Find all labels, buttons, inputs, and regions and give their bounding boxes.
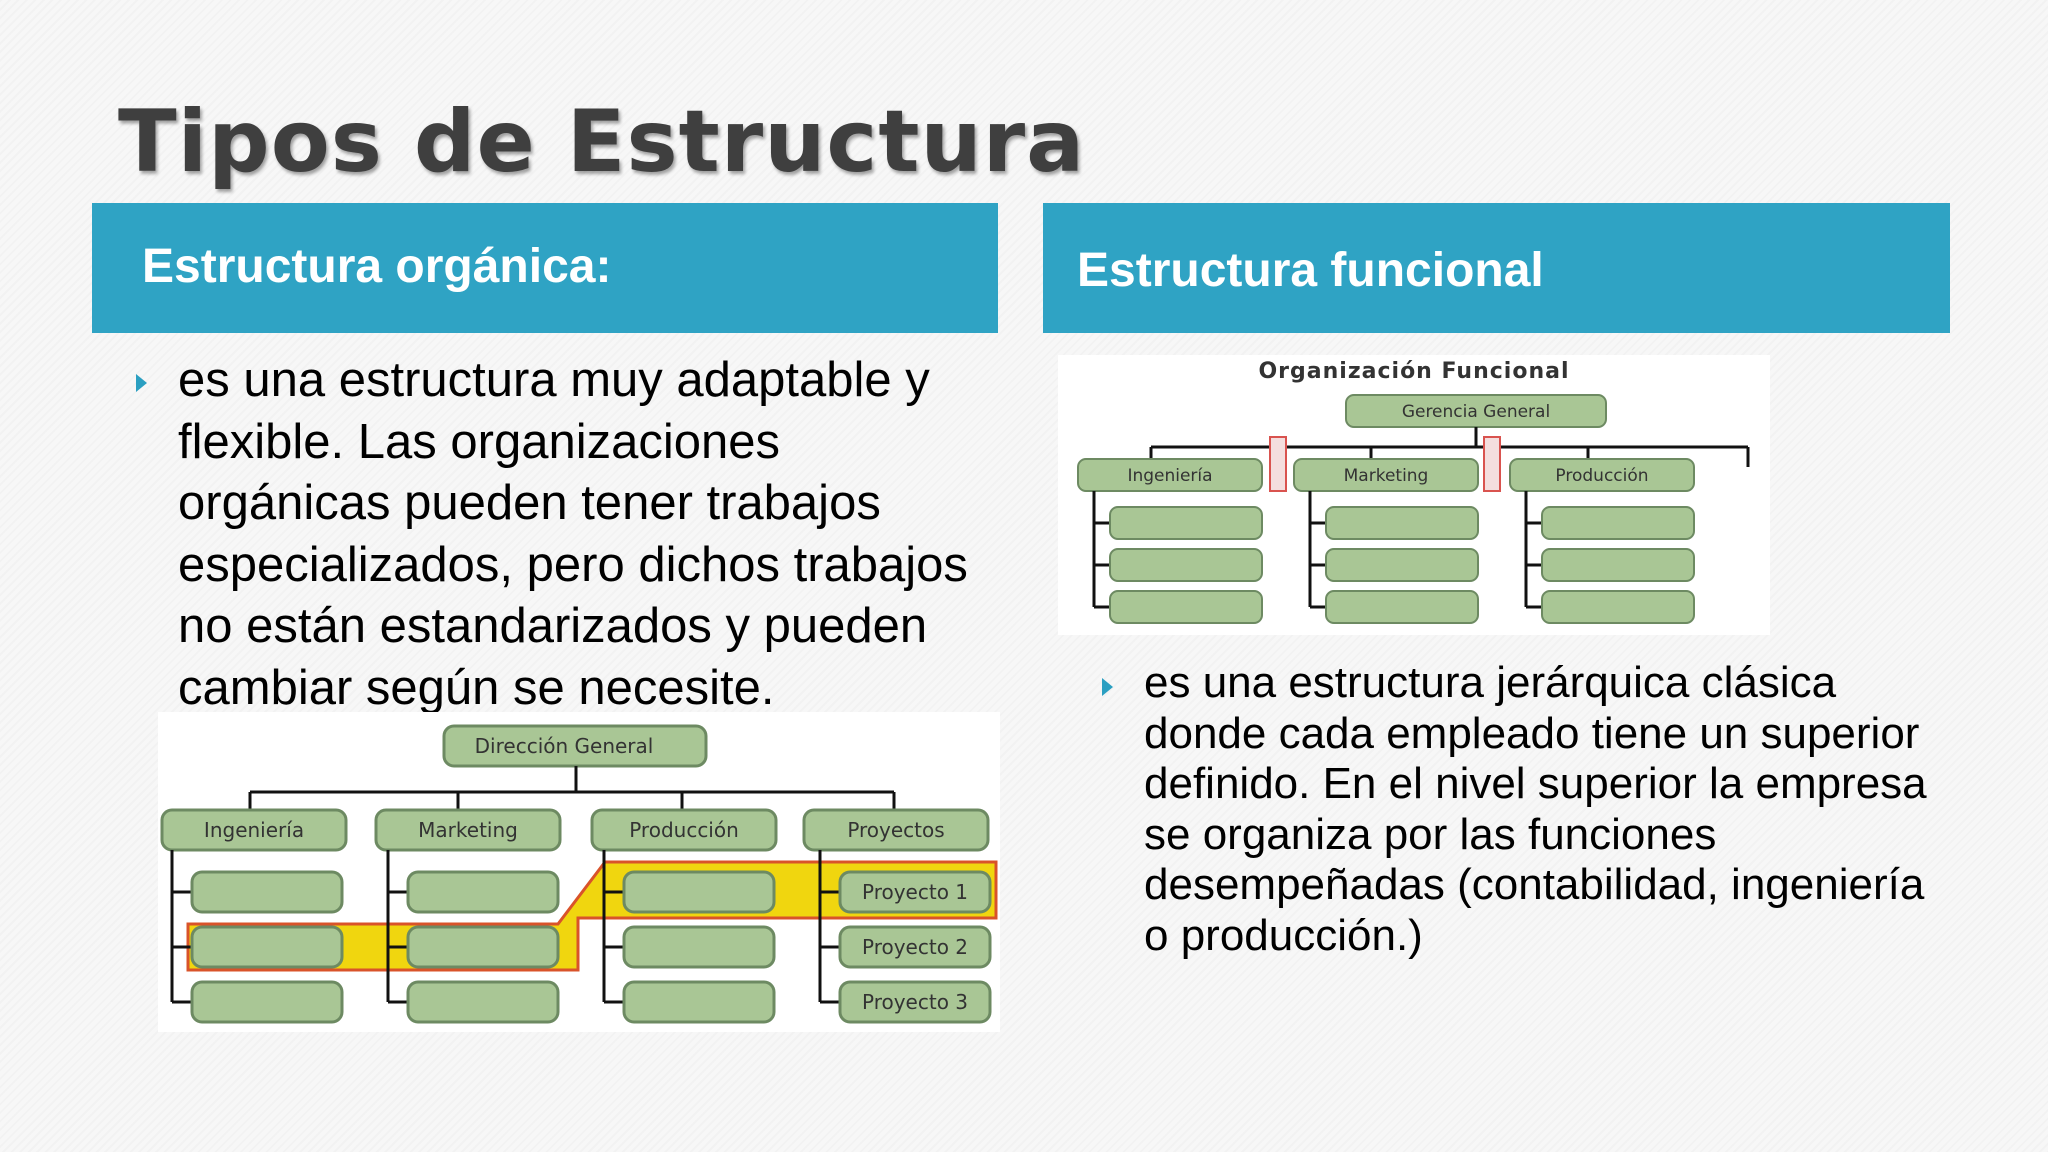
dept-label: Producción [629, 818, 739, 842]
sub-unit-box [1541, 548, 1695, 582]
sub-unit-box [1109, 506, 1263, 540]
coordination-marker [1269, 436, 1287, 492]
dept-box-marketing [1293, 458, 1479, 492]
coordination-marker [1483, 436, 1501, 492]
sub-unit-box [622, 980, 776, 1024]
organic-org-diagram: Dirección General Ingeniería Marketing P… [158, 712, 1000, 1032]
sub-unit-box [622, 870, 776, 914]
project-label: Proyecto 3 [862, 990, 968, 1014]
functional-org-diagram: Organización Funcional Gerencia General … [1058, 355, 1770, 635]
sub-unit-box [1541, 506, 1695, 540]
dept-box-produccion [590, 808, 778, 852]
sub-unit-box [190, 925, 344, 969]
sub-unit-box [190, 980, 344, 1024]
project-box [838, 870, 992, 914]
header-estructura-organica: Estructura orgánica: [92, 203, 998, 333]
dept-label: Marketing [1344, 466, 1429, 486]
dept-box-proyectos [802, 808, 990, 852]
dept-box-produccion [1509, 458, 1695, 492]
bullet-arrow-icon [1102, 678, 1113, 696]
project-box [838, 980, 992, 1024]
project-label: Proyecto 2 [862, 935, 968, 959]
sub-unit-box [1325, 506, 1479, 540]
funcional-description: es una estructura jerárquica clásica don… [1144, 658, 1927, 960]
sub-unit-box [406, 870, 560, 914]
sub-unit-box [1109, 590, 1263, 624]
bullet-arrow-icon [136, 374, 147, 392]
dept-box-ingenieria [160, 808, 348, 852]
dept-label: Ingeniería [204, 818, 304, 842]
slide-title: Tipos de Estructura [118, 92, 1086, 192]
gerencia-general-label: Gerencia General [1402, 402, 1550, 422]
header-label: Estructura orgánica: [142, 240, 612, 293]
direccion-general-label: Dirección General [475, 734, 654, 758]
project-label: Proyecto 1 [862, 880, 968, 904]
sub-unit-box [622, 925, 776, 969]
sub-unit-box [406, 980, 560, 1024]
project-team-highlight [186, 860, 998, 972]
functional-chart-title: Organización Funcional [1258, 359, 1569, 384]
header-estructura-funcional: Estructura funcional [1043, 203, 1950, 333]
dept-box-marketing [374, 808, 562, 852]
sub-unit-box [406, 925, 560, 969]
sub-unit-box [1541, 590, 1695, 624]
organic-org-svg: Dirección General Ingeniería Marketing P… [160, 724, 998, 1024]
header-label: Estructura funcional [1077, 244, 1544, 297]
dept-label: Producción [1555, 466, 1648, 486]
dept-label: Ingeniería [1127, 466, 1212, 486]
sub-unit-box [1109, 548, 1263, 582]
dept-label: Proyectos [847, 818, 944, 842]
sub-unit-box [190, 870, 344, 914]
sub-unit-box [1325, 590, 1479, 624]
dept-label: Marketing [418, 818, 518, 842]
functional-org-svg: Organización Funcional Gerencia General … [1077, 359, 1750, 624]
organica-description: es una estructura muy adaptable y flexib… [178, 353, 968, 715]
dept-box-ingenieria [1077, 458, 1263, 492]
project-box [838, 925, 992, 969]
sub-unit-box [1325, 548, 1479, 582]
